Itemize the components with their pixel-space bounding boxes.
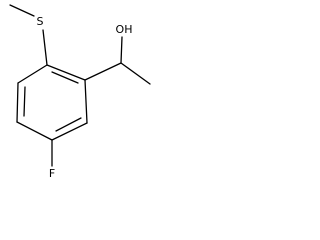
ring-bond-2 (84, 79, 88, 124)
bond-ring-carbinol (84, 62, 122, 81)
bond-carbinol-methyl (120, 62, 151, 85)
bond-ring-sulfur (42, 29, 48, 66)
ring-bond-5 (16, 82, 19, 123)
ring-double-bond-inner-2 (55, 117, 82, 132)
ring-double-bond-inner-1 (51, 71, 79, 84)
ring-double-bond-inner-3 (23, 86, 26, 117)
sulfur-atom-label: S (37, 15, 44, 28)
fluorine-atom-label: F (49, 167, 55, 180)
bond-carbinol-hydroxyl (120, 36, 123, 64)
chemical-structure-diagram: S OH F (9, 4, 151, 180)
ring-bond-6 (17, 64, 48, 84)
ring-bond-1 (46, 64, 86, 81)
hydroxyl-label: OH (116, 23, 133, 36)
bond-sulfur-methyl (9, 4, 35, 17)
ring-bond-3 (51, 122, 88, 141)
ring-bond-4 (16, 121, 53, 141)
